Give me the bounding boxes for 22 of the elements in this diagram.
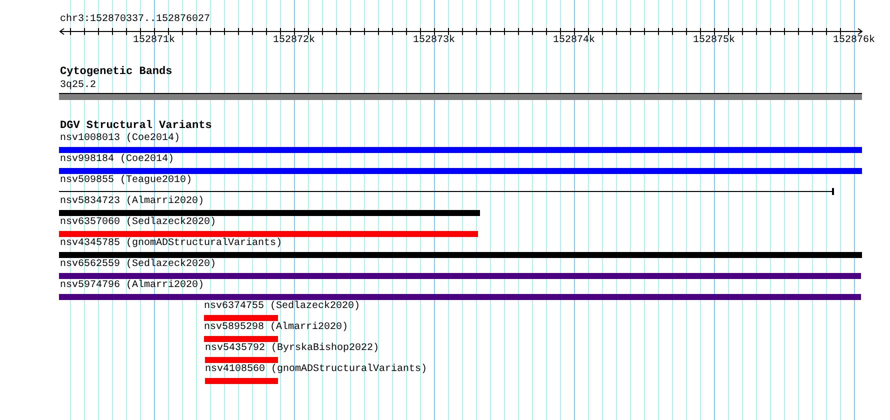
feature-label: nsv6374755 (Sedlazeck2020) bbox=[204, 301, 360, 313]
track-title: DGV Structural Variants bbox=[60, 120, 212, 132]
feature-label: nsv1008013 (Coe2014) bbox=[60, 133, 180, 145]
feature-label: nsv4108560 (gnomADStructuralVariants) bbox=[205, 364, 428, 376]
feature-label: nsv5895298 (Almarri2020) bbox=[204, 322, 348, 334]
feature-label: nsv5435792 (ByrskaBishop2022) bbox=[205, 343, 380, 355]
tick-label: 152872k bbox=[273, 35, 316, 47]
tick-label: 152876k bbox=[833, 35, 876, 47]
feature-label: nsv4345785 (gnomADStructuralVariants) bbox=[60, 238, 282, 250]
feature-label: nsv6562559 (Sedlazeck2020) bbox=[60, 259, 216, 271]
tick-label: 152874k bbox=[553, 35, 596, 47]
feature-label: nsv5834723 (Almarri2020) bbox=[60, 196, 204, 208]
tick-label: 152871k bbox=[133, 35, 176, 47]
region-coordinates: chr3:152870337..152876027 bbox=[60, 14, 210, 26]
tick-label: 152875k bbox=[693, 35, 736, 47]
tick-label: 152873k bbox=[413, 35, 456, 47]
feature-label: nsv5974796 (Almarri2020) bbox=[60, 280, 204, 292]
feature-label: nsv509855 (Teague2010) bbox=[60, 175, 192, 187]
band-label: 3q25.2 bbox=[60, 80, 96, 92]
feature-label: nsv6357060 (Sedlazeck2020) bbox=[60, 217, 216, 229]
feature-label: nsv998184 (Coe2014) bbox=[60, 154, 174, 166]
track-title: Cytogenetic Bands bbox=[60, 66, 172, 78]
